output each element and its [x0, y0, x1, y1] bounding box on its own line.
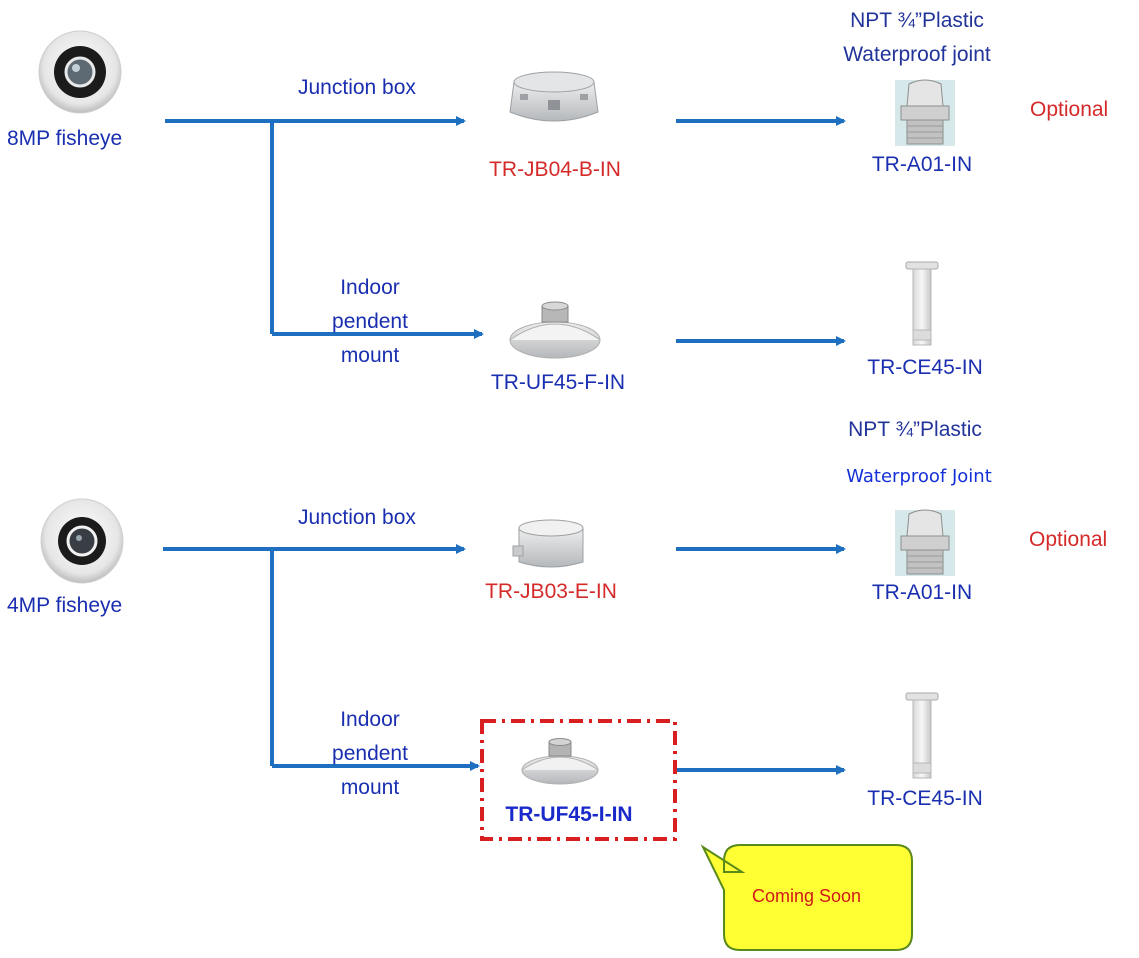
row1-connectors [165, 116, 846, 346]
pendent-mount-icon [521, 738, 599, 785]
ceiling-pole-icon [905, 692, 939, 779]
model-label: TR-JB03-E-IN [485, 580, 617, 603]
branch-label-junction-box: Junction box [298, 76, 416, 99]
branch-label-line: mount [340, 344, 400, 367]
branch-label-pendent-mount: Indoor pendent mount [325, 271, 415, 373]
branch-label-line: pendent [332, 310, 408, 333]
optional-label: Optional [1030, 98, 1109, 121]
branch-label-pendent-mount: Indoor pendent mount [325, 703, 415, 805]
model-label: TR-JB04-B-IN [489, 158, 621, 181]
callout-text: Coming Soon [752, 886, 862, 906]
pendent-mount-icon [509, 301, 601, 359]
optional-label: Optional [1029, 528, 1108, 551]
row2-connectors [163, 544, 846, 775]
ceiling-pole-icon [905, 261, 939, 346]
model-label: TR-UF45-F-IN [490, 371, 626, 394]
accessory-title: Waterproof Joint [846, 466, 992, 487]
fisheye-camera-icon [40, 498, 124, 584]
accessory-title-line: Waterproof joint [843, 43, 991, 66]
accessory-title: NPT ¾”Plastic Waterproof joint [818, 4, 1016, 72]
camera-label-4mp: 4MP fisheye [7, 594, 123, 617]
camera-label-8mp: 8MP fisheye [7, 127, 123, 150]
accessory-model-label: TR-A01-IN [871, 581, 973, 604]
branch-label-junction-box: Junction box [298, 506, 416, 529]
waterproof-joint-icon [895, 509, 955, 576]
waterproof-joint-icon [895, 79, 955, 146]
accessory-model-label: TR-CE45-IN [867, 787, 983, 810]
model-label-highlighted: TR-UF45-I-IN [505, 803, 633, 826]
accessory-title: NPT ¾”Plastic [848, 418, 982, 441]
branch-label-line: pendent [332, 742, 408, 765]
fisheye-camera-icon [38, 30, 122, 114]
junction-box-icon [509, 71, 599, 122]
highlight-box [480, 719, 677, 841]
accessory-title-line: NPT ¾”Plastic [850, 9, 984, 32]
junction-box-icon [512, 519, 584, 568]
accessory-model-label: TR-A01-IN [871, 153, 973, 176]
accessory-model-label: TR-CE45-IN [867, 356, 983, 379]
branch-label-line: Indoor [340, 708, 400, 731]
callout-bubble [700, 844, 913, 951]
branch-label-line: Indoor [340, 276, 400, 299]
branch-label-line: mount [340, 776, 400, 799]
